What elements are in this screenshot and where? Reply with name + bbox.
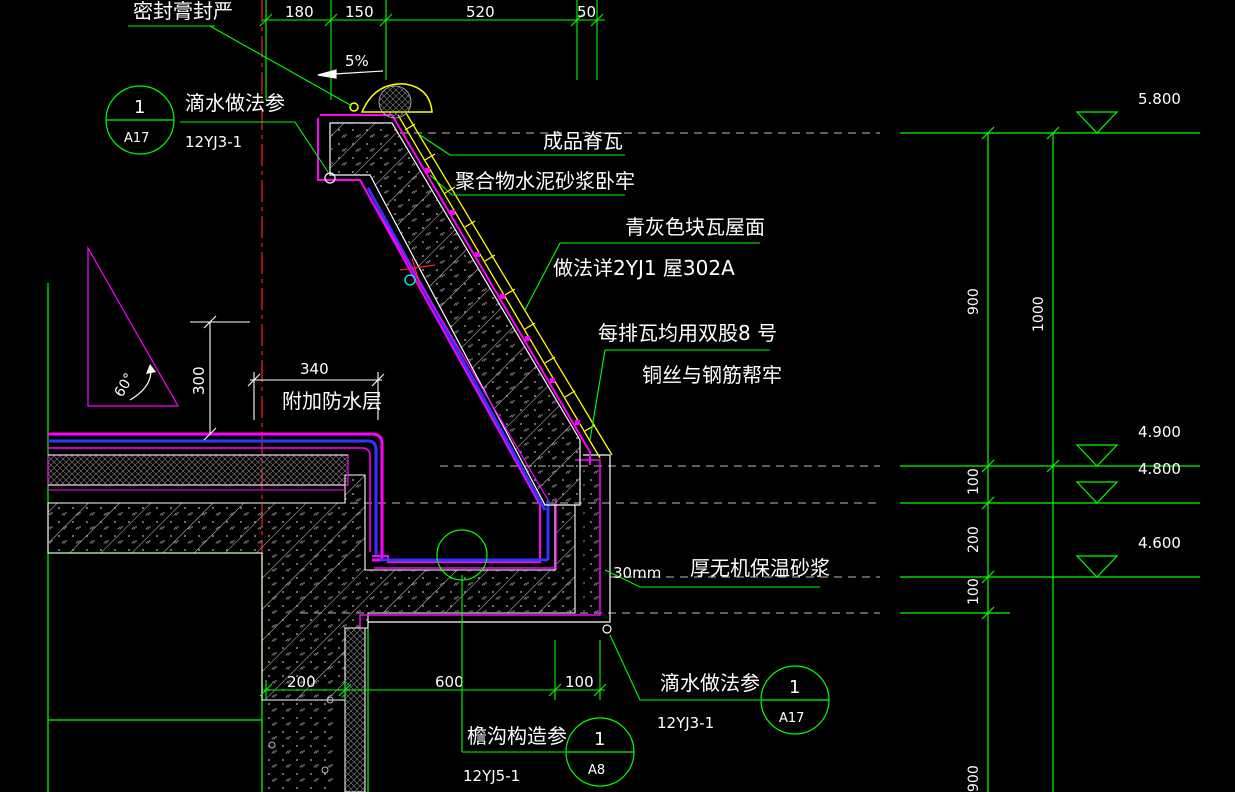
dim-600: 600 <box>435 673 464 691</box>
waterproof-label: 附加防水层 <box>282 389 382 413</box>
drip2-text: 滴水做法参 <box>660 671 760 695</box>
drip-groove-bottom <box>602 624 612 634</box>
detail-bubble-3: 1 A8 <box>565 717 635 787</box>
svg-text:1: 1 <box>134 97 145 118</box>
dim-bottom <box>259 640 607 700</box>
dim-right-100a: 100 <box>966 468 982 495</box>
sloped-parapet <box>317 114 591 556</box>
slope-label: 5% <box>345 52 369 70</box>
sealant-label: 密封膏封严 <box>133 0 233 23</box>
waterproof-markers <box>399 257 436 286</box>
mortar-label: 聚合物水泥砂浆卧牢 <box>455 169 635 193</box>
wire-label-1: 每排瓦均用双股8 号 <box>598 321 777 345</box>
drip1-text: 滴水做法参 <box>185 91 285 115</box>
dim-right-100b: 100 <box>966 578 982 605</box>
dim-200: 200 <box>287 673 316 691</box>
dim-top-150: 150 <box>345 3 374 21</box>
gutter-text: 檐沟构造参 <box>467 724 567 748</box>
tile-roof-label: 青灰色块瓦屋面 <box>625 215 765 239</box>
dim-right-1000: 1000 <box>1031 296 1047 332</box>
svg-text:A17: A17 <box>124 131 149 146</box>
elevation-4600: 4.600 <box>1138 534 1181 552</box>
angle-label: 60° <box>112 370 138 400</box>
dim-top-520: 520 <box>466 3 495 21</box>
elevation-5800: 5.800 <box>1138 90 1181 108</box>
flat-roof-layers <box>48 432 384 562</box>
dim-300: 300 <box>190 366 208 395</box>
ridge-tile-label: 成品脊瓦 <box>543 129 623 153</box>
elevation-4900: 4.900 <box>1138 423 1181 441</box>
dim-right-900: 900 <box>966 288 982 315</box>
roof-tiles <box>397 112 613 459</box>
svg-text:1: 1 <box>594 729 605 750</box>
wire-label-2: 铜丝与钢筋帮牢 <box>642 363 782 387</box>
method-label: 做法详2YJ1 屋302A <box>553 256 735 280</box>
slab-speckle <box>48 475 575 700</box>
insulation-label: 厚无机保温砂浆 <box>690 556 830 580</box>
dim-right-200: 200 <box>966 526 982 553</box>
dim-100: 100 <box>565 673 594 691</box>
gutter-detail-circle <box>436 529 488 581</box>
ridge-tile <box>349 83 433 119</box>
dim-340: 340 <box>300 360 329 378</box>
elevation-4800: 4.800 <box>1138 460 1181 478</box>
detail-bubble-2: 1 A17 <box>760 665 830 735</box>
outer-face <box>359 454 611 628</box>
insulation-thickness: 30mm <box>613 564 661 582</box>
elevation-lines <box>900 111 1200 792</box>
gutter <box>372 500 557 569</box>
column-section <box>268 627 366 792</box>
svg-text:1: 1 <box>789 677 800 698</box>
slope-arrow <box>317 69 384 79</box>
top-dimension-chain <box>259 0 605 100</box>
drip2-ref: 12YJ3-1 <box>657 714 714 732</box>
svg-text:A17: A17 <box>779 711 804 726</box>
dim-right-900b: 900 <box>966 765 982 792</box>
drip1-ref: 12YJ3-1 <box>185 133 242 151</box>
angle-triangle <box>87 245 180 407</box>
leader-lines <box>128 25 820 753</box>
flat-insulation <box>47 454 349 486</box>
dim-top-50: 50 <box>577 3 596 21</box>
dim-340-300 <box>190 315 385 441</box>
drip-groove-top <box>324 172 336 184</box>
svg-text:A8: A8 <box>588 763 605 778</box>
gutter-ref: 12YJ5-1 <box>463 767 520 785</box>
detail-bubble-1: 1 A17 <box>105 85 175 155</box>
dim-top-180: 180 <box>285 3 314 21</box>
tile-clips <box>425 168 580 425</box>
